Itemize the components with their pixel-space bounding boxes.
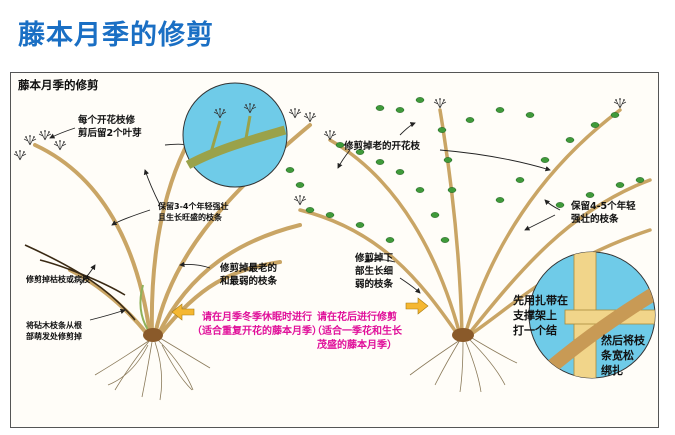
left-timing-note: 请在月季冬季休眠时进行 （适合重复开花的藤本月季） <box>192 312 322 337</box>
label-tie-loose: 然后将枝 条宽松 绑扎 <box>601 334 645 377</box>
label-keep-strong: 保留3-4个年轻强壮 且生长旺盛的枝条 <box>158 202 229 222</box>
right-timing-note: 请在花后进行修剪 （适合一季花和生长 茂盛的藤本月季） <box>312 312 402 351</box>
label-tie-first: 先用扎带在 支撑架上 打一个结 <box>513 294 568 337</box>
label-sucker: 将砧木枝条从根 部萌发处修剪掉 <box>26 321 82 341</box>
label-flower-branch: 每个开花枝修 剪后留2个叶芽 <box>78 115 142 139</box>
trellis-inset <box>528 251 656 379</box>
diagram-frame-title: 藤本月季的修剪 <box>18 78 99 92</box>
label-dead-branch: 修剪掉枯枝或病枝 <box>26 275 90 284</box>
label-old-flower-branch: 修剪掉老的开花枝 <box>344 141 421 152</box>
right-plant <box>285 97 656 393</box>
right-arrow-icon <box>405 297 429 315</box>
flower-branch-inset <box>182 82 288 188</box>
label-oldest-weakest: 修剪掉最老的 和最弱的枝条 <box>220 263 278 287</box>
left-plant <box>13 82 317 401</box>
label-lower-thin: 修剪掉下 部生长细 弱的枝条 <box>355 253 394 290</box>
left-arrow-icon <box>171 303 195 321</box>
label-keep-45: 保留4-5个年轻 强壮的枝条 <box>571 201 636 225</box>
page-title: 藤本月季的修剪 <box>18 20 214 51</box>
